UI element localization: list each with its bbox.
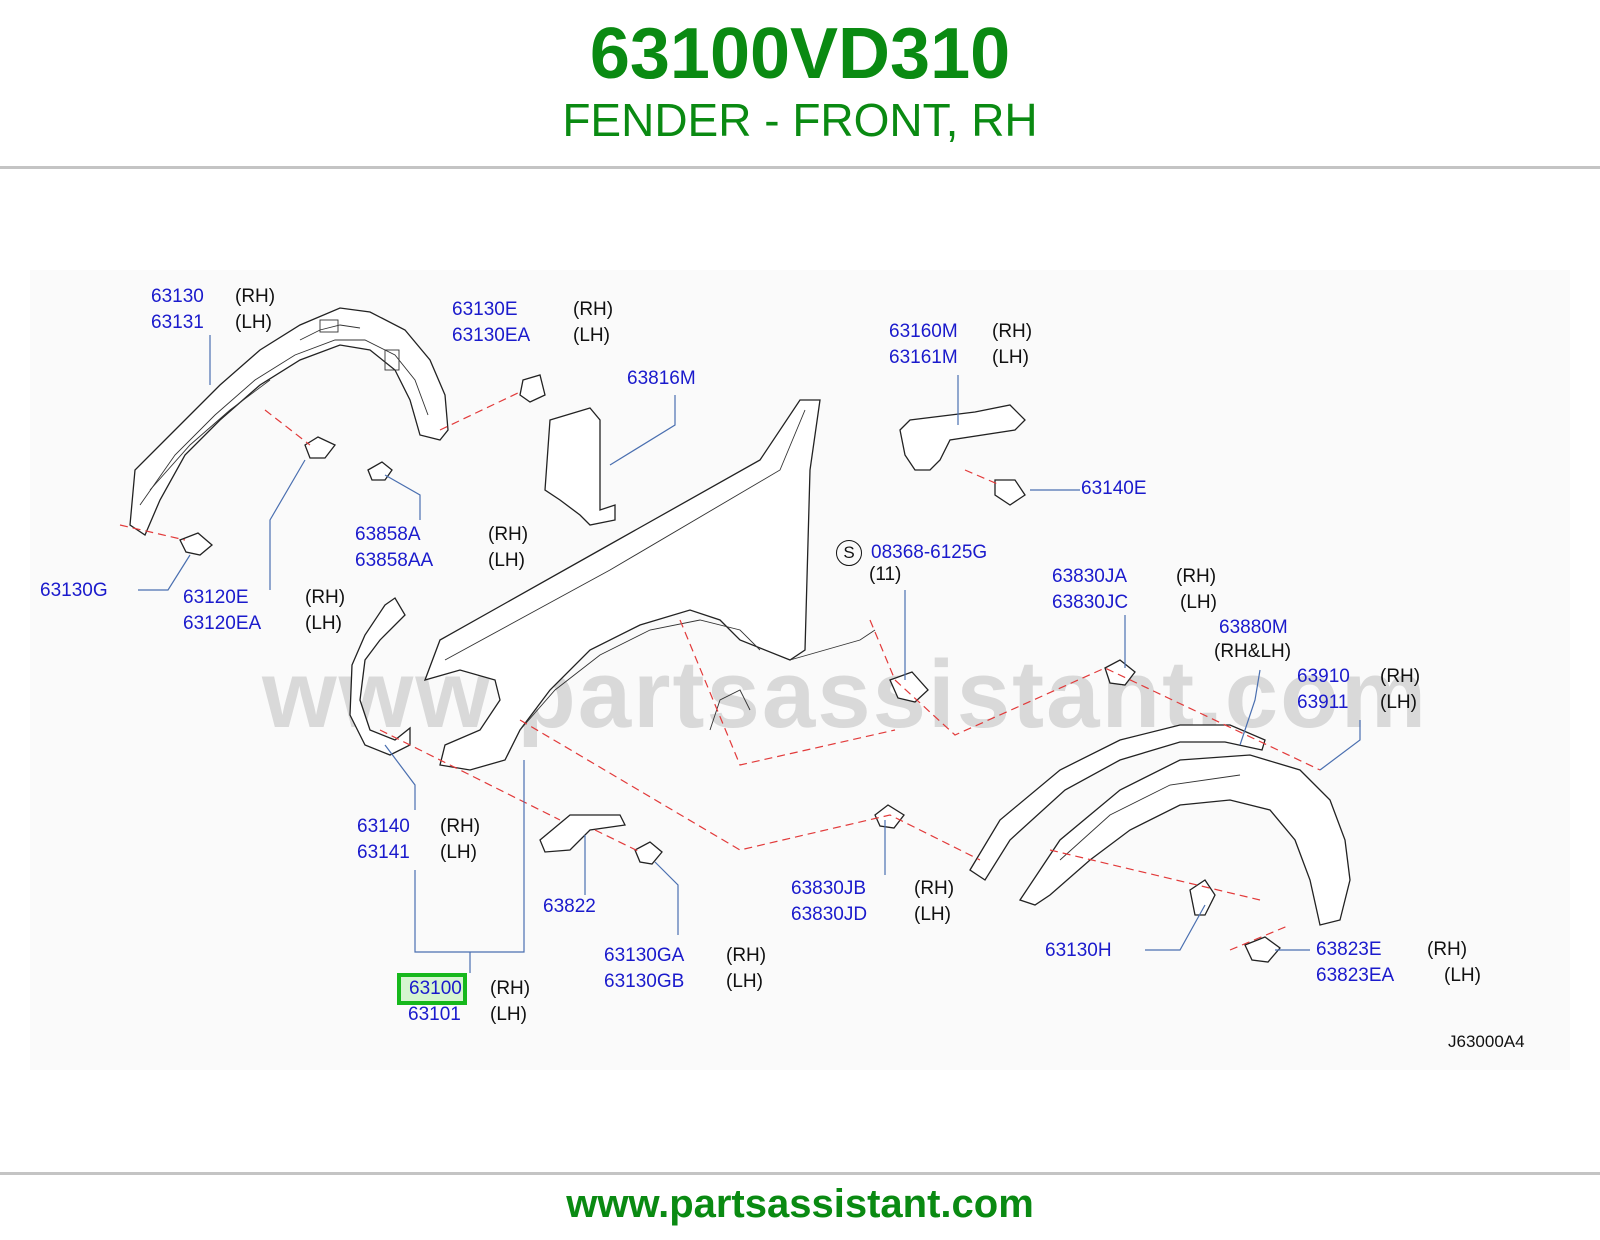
page-title-part-number: 63100VD310 (589, 14, 1011, 94)
page-subtitle-part-name: FENDER - FRONT, RH (562, 94, 1038, 146)
callout-63100-pn[interactable]: 63100 (409, 978, 462, 999)
callout-63830jb-pn[interactable]: 63830JB (791, 878, 867, 899)
callout-63100-highlighted[interactable]: 63100 (397, 973, 467, 1005)
callout-63160m-side: (RH) (992, 321, 1033, 342)
callout-63858aa-side: (LH) (488, 550, 525, 571)
callout-63858a-pn[interactable]: 63858A (355, 524, 421, 545)
callout-63120e-side: (RH) (305, 587, 346, 608)
wheel-arch-moulding-illustration (1018, 754, 1351, 926)
callout-63140-side: (RH) (440, 816, 481, 837)
callout-63130gb-side: (LH) (726, 971, 763, 992)
callout-63858aa-pn[interactable]: 63858AA (355, 550, 434, 571)
callout-63120e-pn[interactable]: 63120E (183, 587, 249, 608)
callout-63830jb-side: (RH) (914, 878, 955, 899)
callout-63880m-pn[interactable]: 63880M (1219, 617, 1288, 638)
callout-63100-side: (RH) (490, 978, 531, 999)
header-divider (0, 166, 1600, 169)
callout-63830jd-side: (LH) (914, 904, 951, 925)
callout-63830ja-side: (RH) (1176, 566, 1217, 587)
callout-63880m-side: (RH&LH) (1214, 641, 1292, 662)
callout-63911-pn[interactable]: 63911 (1297, 692, 1349, 713)
callout-63816m-pn[interactable]: 63816M (627, 368, 696, 389)
callout-63131-side: (LH) (235, 312, 272, 333)
fender-illustration (423, 399, 876, 771)
clip-icons (179, 374, 1281, 963)
callout-63141-pn[interactable]: 63141 (357, 842, 410, 863)
callout-63130e-side: (RH) (573, 299, 614, 320)
screw-symbol-s: S (836, 540, 862, 566)
callout-63101-side: (LH) (490, 1004, 527, 1025)
callout-63161m-side: (LH) (992, 347, 1029, 368)
callout-08368-qty: (11) (869, 564, 902, 585)
callout-63130h-pn[interactable]: 63130H (1045, 940, 1112, 961)
assembly-dashed-lines (119, 391, 1321, 951)
callout-63140-pn[interactable]: 63140 (357, 816, 410, 837)
extension-moulding-illustration (969, 724, 1266, 881)
diagram-code: J63000A4 (1448, 1032, 1525, 1051)
callout-63130g-pn[interactable]: 63130G (40, 580, 108, 601)
callout-63101-pn[interactable]: 63101 (408, 1004, 461, 1025)
callout-63830jc-side: (LH) (1180, 592, 1217, 613)
side-bracket-illustration (349, 597, 411, 756)
callout-63823e-pn[interactable]: 63823E (1316, 939, 1382, 960)
callout-63161m-pn[interactable]: 63161M (889, 347, 958, 368)
callout-63130-side: (RH) (235, 286, 276, 307)
callout-63120ea-pn[interactable]: 63120EA (183, 613, 262, 634)
callout-63830jd-pn[interactable]: 63830JD (791, 904, 868, 925)
callout-63823ea-pn[interactable]: 63823EA (1316, 965, 1395, 986)
callout-63823e-side: (RH) (1427, 939, 1468, 960)
callout-63141-side: (LH) (440, 842, 477, 863)
callout-63120ea-side: (LH) (305, 613, 342, 634)
callout-63830ja-pn[interactable]: 63830JA (1052, 566, 1128, 587)
callout-63131-pn[interactable]: 63131 (151, 312, 204, 333)
small-bracket-illustration (539, 814, 626, 853)
fender-liner-illustration (129, 307, 449, 536)
footer-url[interactable]: www.partsassistant.com (566, 1182, 1034, 1226)
callout-63130e-pn[interactable]: 63130E (452, 299, 518, 320)
splash-guard-illustration (544, 407, 616, 526)
callout-08368-pn[interactable]: 08368-6125G (871, 542, 988, 563)
callout-63130ga-pn[interactable]: 63130GA (604, 945, 685, 966)
callout-63830jc-pn[interactable]: 63830JC (1052, 592, 1129, 613)
callout-63130-pn[interactable]: 63130 (151, 286, 204, 307)
callout-63823ea-side: (LH) (1444, 965, 1481, 986)
footer-divider (0, 1172, 1600, 1175)
callout-63130ga-side: (RH) (726, 945, 767, 966)
bracket-illustration (899, 404, 1026, 471)
callout-63858a-side: (RH) (488, 524, 529, 545)
callout-63130gb-pn[interactable]: 63130GB (604, 971, 685, 992)
callout-63910-pn[interactable]: 63910 (1297, 666, 1350, 687)
callout-63911-side: (LH) (1380, 692, 1417, 713)
callout-63910-side: (RH) (1380, 666, 1421, 687)
callout-63130ea-pn[interactable]: 63130EA (452, 325, 531, 346)
callout-63822-pn[interactable]: 63822 (543, 896, 596, 917)
callout-63140e-pn[interactable]: 63140E (1081, 478, 1147, 499)
leader-lines (138, 335, 1361, 973)
callout-63160m-pn[interactable]: 63160M (889, 321, 958, 342)
callout-63130ea-side: (LH) (573, 325, 610, 346)
